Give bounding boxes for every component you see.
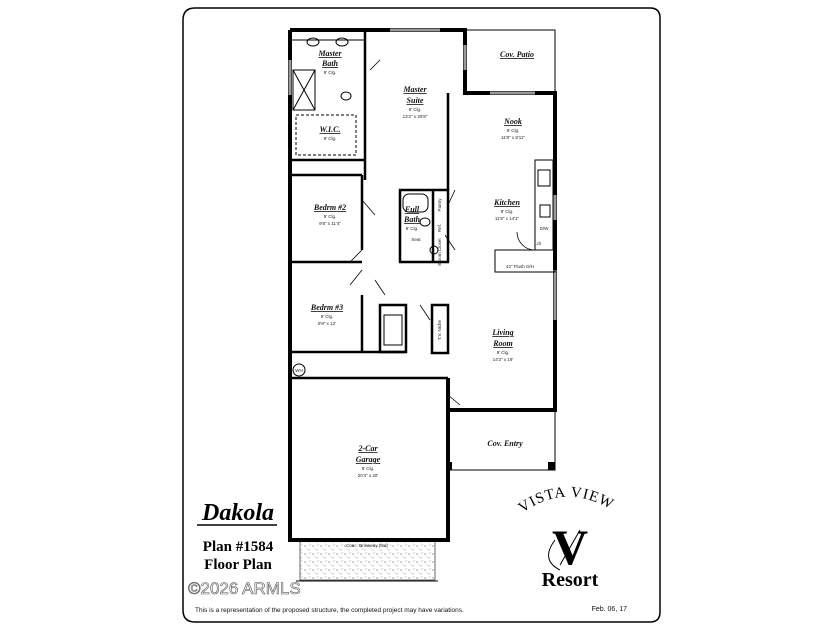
dw-label: D/W bbox=[540, 226, 550, 231]
kitchen-size: 11'8" x 14'1" bbox=[495, 216, 520, 221]
bedrm3-size: 9'8" x 12' bbox=[318, 321, 336, 326]
master-bath-label: Master bbox=[317, 49, 342, 58]
garage-size: 20'4" x 20' bbox=[358, 473, 379, 478]
room-kitchen: Kitchen 9' Clg. 11'8" x 14'1" 42" Flush … bbox=[493, 198, 549, 269]
room-master-bath: Master Bath 9' Clg. bbox=[317, 49, 342, 75]
full-bath-label: Full bbox=[404, 205, 420, 214]
garage-label-2: Garage bbox=[356, 455, 381, 464]
living-label-2: Room bbox=[492, 339, 513, 348]
nook-size: 11'8" x 8'11" bbox=[501, 135, 525, 140]
master-suite-size: 13'2" x 20'8" bbox=[403, 114, 428, 119]
fixtures bbox=[306, 37, 551, 255]
kitchen-counter-label: 42" Flush O/H bbox=[506, 264, 534, 269]
room-living: Living Room 9' Clg. 14'2" x 19' bbox=[491, 328, 513, 362]
ref-label: Ref. bbox=[437, 224, 442, 232]
kitchen-ceiling: 9' Clg. bbox=[501, 209, 514, 214]
garage-ceiling: 9' Clg. bbox=[362, 466, 375, 471]
wic-ceiling: 9' Clg. bbox=[324, 136, 337, 141]
nook-ceiling: 9' Clg. bbox=[507, 128, 520, 133]
living-size: 14'2" x 19' bbox=[493, 357, 514, 362]
plan-number: Plan #1584 bbox=[203, 539, 274, 555]
living-ceiling: 9' Clg. bbox=[497, 350, 510, 355]
plan-name: Dakola bbox=[201, 500, 274, 526]
broom-closet-label: Broom Closet bbox=[437, 238, 442, 266]
bedrm3-ceiling: 9' Clg. bbox=[321, 314, 334, 319]
master-bath-label-2: Bath bbox=[321, 59, 339, 68]
vista-view-logo: VISTA VIEW V Resort bbox=[516, 485, 617, 591]
water-heater-label: WH bbox=[295, 368, 303, 373]
bedrm3-label: Bedrm #3 bbox=[310, 303, 343, 312]
room-bedrm2: Bedrm #2 9' Clg. 9'8" x 11'4" bbox=[313, 203, 346, 226]
kitchen-label: Kitchen bbox=[493, 198, 520, 207]
watermark: ©2026 ARMLS bbox=[188, 579, 301, 598]
garage-label: 2-Car bbox=[357, 444, 378, 453]
room-full-bath: Full Bath 9' Clg. Seat bbox=[403, 205, 421, 242]
disclaimer: This is a representation of the proposed… bbox=[195, 607, 464, 614]
room-garage: 2-Car Garage 9' Clg. 20'4" x 20' bbox=[356, 444, 381, 478]
room-bedrm3: Bedrm #3 9' Clg. 9'8" x 12' bbox=[310, 303, 343, 326]
bedrm2-label: Bedrm #2 bbox=[313, 203, 346, 212]
driveway-label: Conc. Driveway (tbd) bbox=[346, 543, 389, 548]
page-border bbox=[182, 7, 661, 623]
tv-niche-label: T.V. Niche bbox=[437, 319, 442, 340]
room-nook: Nook 9' Clg. 11'8" x 8'11" bbox=[501, 117, 525, 140]
driveway bbox=[299, 539, 436, 581]
cov-patio-label: Cov. Patio bbox=[500, 50, 534, 59]
master-suite-label-2: Suite bbox=[407, 96, 424, 105]
master-suite-ceiling: 9' Clg. bbox=[409, 107, 422, 112]
living-label: Living bbox=[491, 328, 513, 337]
full-bath-ceiling: 9' Clg. bbox=[406, 226, 419, 231]
pantry-label: Pantry bbox=[437, 198, 442, 212]
doors bbox=[349, 59, 461, 406]
logo-arc-text: VISTA VIEW bbox=[516, 485, 617, 517]
room-master-suite: Master Suite 9' Clg. 13'2" x 20'8" bbox=[402, 85, 427, 119]
plan-date: Feb. 06, 17 bbox=[592, 606, 628, 613]
bedrm2-size: 9'8" x 11'4" bbox=[319, 221, 341, 226]
lazy-susan-label: L/S bbox=[535, 241, 542, 246]
bedrm2-ceiling: 9' Clg. bbox=[324, 214, 337, 219]
seat-label: Seat bbox=[411, 237, 421, 242]
master-bath-ceiling: 9' Clg. bbox=[324, 70, 337, 75]
exterior-walls bbox=[288, 28, 557, 542]
room-wic: W.I.C. 9' Clg. bbox=[320, 125, 341, 141]
plan-subtitle: Floor Plan bbox=[204, 557, 272, 573]
interior-walls bbox=[290, 30, 556, 380]
master-suite-label: Master bbox=[402, 85, 427, 94]
wic-label: W.I.C. bbox=[320, 125, 341, 134]
full-bath-label-2: Bath bbox=[403, 215, 421, 224]
nook-label: Nook bbox=[503, 117, 522, 126]
cov-entry-label: Cov. Entry bbox=[487, 439, 523, 448]
logo-word: Resort bbox=[542, 569, 599, 591]
